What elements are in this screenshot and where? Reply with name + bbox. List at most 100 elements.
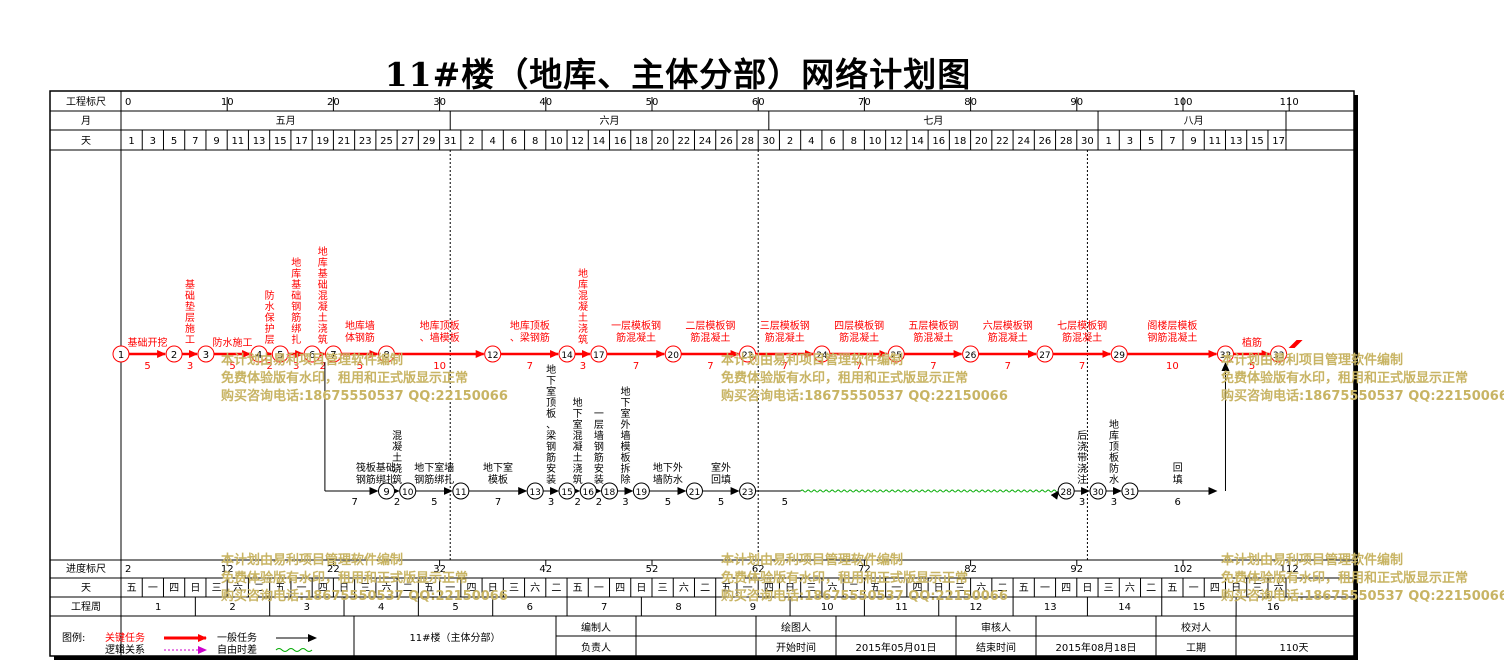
svg-text:础: 础 xyxy=(291,290,301,302)
scale-tick-label: 70 xyxy=(858,97,871,108)
weekday: 二 xyxy=(849,583,859,594)
weekday: 一 xyxy=(1040,583,1050,594)
weekday: 六 xyxy=(828,582,838,594)
svg-text:板: 板 xyxy=(620,451,630,464)
general-duration: 5 xyxy=(431,497,437,508)
node-27 xyxy=(1036,345,1054,363)
node-17 xyxy=(590,345,608,363)
day-number: 24 xyxy=(1017,136,1030,147)
svg-text:模: 模 xyxy=(620,441,630,453)
day-number: 13 xyxy=(253,136,266,147)
svg-text:防: 防 xyxy=(1109,462,1119,475)
node-14 xyxy=(558,345,576,363)
month-label-0: 五月 xyxy=(276,115,296,127)
node-13 xyxy=(526,482,544,500)
svg-text:一: 一 xyxy=(594,409,604,420)
critical-duration: 5 xyxy=(357,361,363,372)
day-number: 22 xyxy=(677,136,690,147)
day-number: 11 xyxy=(1208,136,1221,147)
svg-text:土: 土 xyxy=(573,451,583,464)
svg-text:下: 下 xyxy=(546,376,556,387)
watermark-line1: 本计划由易利项目管理软件编制 xyxy=(721,352,903,368)
scale-tick-label: 30 xyxy=(433,97,446,108)
general-task-label: 墙防水 xyxy=(653,473,683,486)
scale-label: 工程标尺 xyxy=(66,96,106,108)
week-number: 13 xyxy=(1044,602,1057,613)
node-15 xyxy=(558,482,576,500)
weekday: 六 xyxy=(233,582,243,594)
svg-text:筑: 筑 xyxy=(573,473,583,486)
critical-task-label: 一层模板钢 xyxy=(611,319,661,332)
reviewer-label: 审核人 xyxy=(981,621,1011,634)
node-label: 31 xyxy=(1124,488,1135,498)
weekday: 六 xyxy=(382,582,392,594)
svg-text:浇: 浇 xyxy=(578,322,588,335)
general-duration: 2 xyxy=(394,497,400,508)
end-label: 结束时间 xyxy=(976,641,1016,654)
node-9 xyxy=(378,482,395,500)
day-number: 3 xyxy=(1127,136,1133,147)
svg-text:土: 土 xyxy=(318,311,328,324)
node-label: 18 xyxy=(604,488,616,498)
watermark-line3: 购买咨询电话:18675550537 QQ:22150066 xyxy=(721,388,1008,404)
general-task-label: 回 xyxy=(1173,462,1183,474)
node-3 xyxy=(197,345,215,363)
progress-label: 进度标尺 xyxy=(66,562,106,575)
svg-text:筋: 筋 xyxy=(594,451,604,464)
svg-text:外: 外 xyxy=(620,419,630,431)
node-label: 11 xyxy=(455,488,466,498)
node-label: 22 xyxy=(742,351,753,361)
week-number: 12 xyxy=(970,602,983,613)
weekday: 五 xyxy=(1167,583,1177,594)
svg-text:土: 土 xyxy=(392,451,402,464)
node-label: 14 xyxy=(561,351,573,361)
day-number: 20 xyxy=(975,136,988,147)
weekday: 二 xyxy=(403,583,413,594)
weekday: 三 xyxy=(360,583,370,594)
svg-text:地: 地 xyxy=(318,245,328,258)
node-8 xyxy=(378,345,395,363)
general-task-label: 钢筋绑扎 xyxy=(414,473,454,486)
critical-duration: 7 xyxy=(1005,361,1011,372)
node-label: 26 xyxy=(965,351,977,361)
svg-text:层: 层 xyxy=(185,312,195,324)
weekday: 一 xyxy=(1189,583,1199,594)
week-label: 工程周 xyxy=(71,601,101,613)
weekday: 四 xyxy=(318,583,328,594)
svg-text:带: 带 xyxy=(1077,452,1087,464)
svg-text:钢: 钢 xyxy=(546,440,556,453)
node-22 xyxy=(739,345,757,363)
weekday: 日 xyxy=(636,583,646,594)
watermark-line3: 购买咨询电话:18675550537 QQ:22150066 xyxy=(1221,388,1504,404)
svg-text:拆: 拆 xyxy=(620,462,630,475)
day-number: 18 xyxy=(635,136,648,147)
svg-text:扎: 扎 xyxy=(291,333,301,346)
progress-tick-label: 112 xyxy=(1280,564,1299,575)
weekday: 三 xyxy=(806,583,816,594)
svg-text:混: 混 xyxy=(578,290,588,302)
svg-text:凝: 凝 xyxy=(318,301,328,313)
general-duration: 7 xyxy=(495,497,501,508)
start-value: 2015年05月01日 xyxy=(856,641,937,654)
svg-text:钢: 钢 xyxy=(594,440,604,453)
general-duration: 6 xyxy=(1175,497,1181,508)
weekday: 五 xyxy=(573,583,583,594)
day-number: 1 xyxy=(128,136,134,147)
weekday: 一 xyxy=(148,583,158,594)
checker-label: 校对人 xyxy=(1181,621,1211,634)
day-number: 12 xyxy=(571,136,584,147)
weekday: 二 xyxy=(700,583,710,594)
weekday: 一 xyxy=(891,583,901,594)
watermark-line1: 本计划由易利项目管理软件编制 xyxy=(1221,552,1403,568)
general-duration: 2 xyxy=(596,497,602,508)
svg-text:护: 护 xyxy=(265,322,275,335)
critical-task-label: 筋混凝土 xyxy=(1062,331,1102,344)
critical-duration: 5 xyxy=(1249,361,1255,372)
week-number: 5 xyxy=(452,602,458,613)
weekday: 五 xyxy=(721,583,731,594)
duration-label: 工期 xyxy=(1186,642,1206,654)
